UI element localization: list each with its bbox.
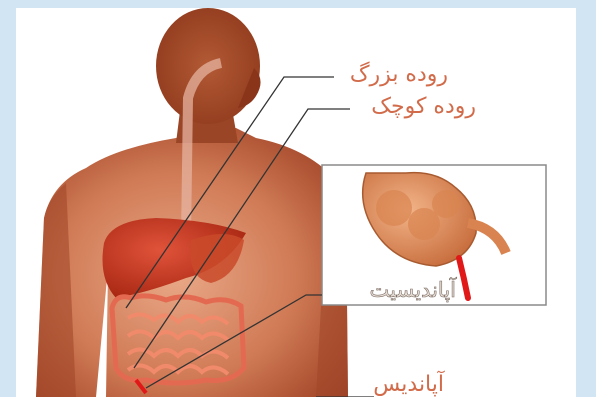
label-appendicitis: آپاندیسیت: [370, 280, 456, 301]
label-appendix: آپاندیس: [373, 374, 444, 396]
label-large-intestine: روده بزرگ: [350, 64, 448, 86]
diagram-panel: روده بزرگ روده کوچک آپاندیسیت آپاندیس: [16, 8, 576, 397]
human-torso: [36, 8, 348, 397]
anatomy-illustration: [16, 8, 576, 397]
label-small-intestine: روده کوچک: [371, 96, 476, 118]
